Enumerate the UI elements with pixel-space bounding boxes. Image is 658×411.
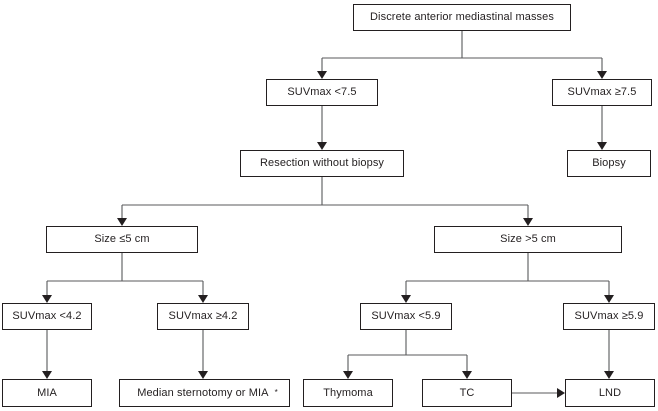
edge-root-split	[317, 31, 607, 79]
node-suvmax-lt-7-5-label: SUVmax <7.5	[287, 86, 357, 99]
node-resection-without-biopsy[interactable]: Resection without biopsy	[240, 150, 404, 177]
node-median-sternotomy-or-mia[interactable]: Median sternotomy or MIA*	[119, 379, 290, 407]
node-suvmax-ge-4-2-label: SUVmax ≥4.2	[168, 310, 238, 323]
node-suvmax-ge-5-9[interactable]: SUVmax ≥5.9	[563, 303, 655, 330]
node-size-le-5-cm-label: Size ≤5 cm	[94, 233, 150, 246]
edge-tc-to-lnd	[512, 388, 565, 398]
node-lnd-label: LND	[598, 386, 622, 399]
node-tc[interactable]: TC	[422, 379, 512, 407]
node-suvmax-ge-4-2[interactable]: SUVmax ≥4.2	[157, 303, 249, 330]
node-root-label: Discrete anterior mediastinal masses	[370, 11, 554, 24]
node-mia-label: MIA	[37, 386, 57, 399]
node-median-sternotomy-or-mia-label: Median sternotomy or MIA	[137, 386, 269, 399]
edge-suv-lt-59-split	[343, 330, 472, 379]
node-suvmax-lt-5-9-label: SUVmax <5.9	[371, 310, 441, 323]
node-size-gt-5-cm[interactable]: Size >5 cm	[434, 226, 622, 253]
node-suvmax-lt-4-2[interactable]: SUVmax <4.2	[2, 303, 92, 330]
edge-suv-ge-75-to-biopsy	[597, 106, 607, 150]
node-mia[interactable]: MIA	[2, 379, 92, 407]
edge-suv-ge-42-to-median-mia	[198, 330, 208, 379]
node-size-gt-5-cm-label: Size >5 cm	[500, 233, 556, 246]
node-suvmax-lt-7-5[interactable]: SUVmax <7.5	[266, 79, 378, 106]
node-suvmax-lt-5-9[interactable]: SUVmax <5.9	[360, 303, 452, 330]
node-suvmax-ge-7-5-label: SUVmax ≥7.5	[567, 86, 637, 99]
node-resection-without-biopsy-label: Resection without biopsy	[259, 157, 385, 170]
node-lnd[interactable]: LND	[565, 379, 655, 407]
node-biopsy[interactable]: Biopsy	[567, 150, 651, 177]
edge-size-le-5-split	[42, 253, 208, 303]
edge-suv-lt-42-to-mia	[42, 330, 52, 379]
node-suvmax-lt-4-2-label: SUVmax <4.2	[12, 310, 82, 323]
node-thymoma-label: Thymoma	[323, 386, 373, 399]
node-biopsy-label: Biopsy	[592, 157, 626, 170]
edge-size-gt-5-split	[401, 253, 614, 303]
node-size-le-5-cm[interactable]: Size ≤5 cm	[46, 226, 198, 253]
node-suvmax-ge-5-9-label: SUVmax ≥5.9	[574, 310, 644, 323]
edge-suv-ge-59-to-lnd	[604, 330, 614, 379]
node-thymoma[interactable]: Thymoma	[303, 379, 393, 407]
node-tc-label: TC	[459, 386, 475, 399]
edge-suv-lt-75-to-resection	[317, 106, 327, 150]
node-suvmax-ge-7-5[interactable]: SUVmax ≥7.5	[552, 79, 652, 106]
edge-resection-split	[117, 177, 533, 226]
node-root[interactable]: Discrete anterior mediastinal masses	[353, 4, 571, 31]
